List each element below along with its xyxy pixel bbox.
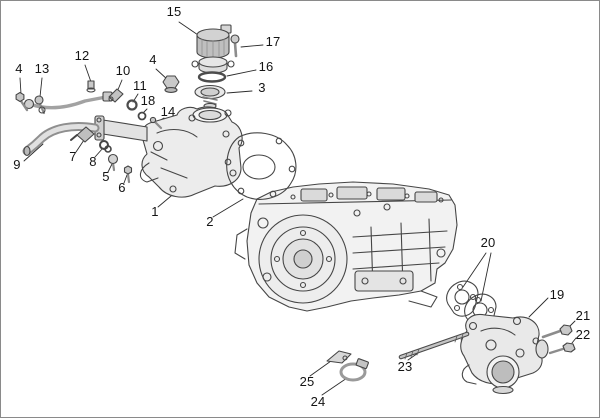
part-19-outlet-housing [460,313,549,395]
callout-part-4-upper: 4 [149,52,157,67]
part-13-banjo-bolt [34,95,46,115]
part-1-housing [139,106,243,198]
engine-block [234,181,458,312]
callout-part-4-left: 4 [15,61,23,76]
part-25-bracket [326,350,352,364]
callout-part-23: 23 [397,359,413,374]
callout-part-22: 22 [575,327,591,342]
callout-part-7: 7 [69,149,77,164]
part-9-hose [22,115,148,157]
callout-part-3: 3 [258,80,266,95]
part-14-screw [149,116,163,130]
callout-part-25: 25 [299,374,315,389]
part-17-bolt [230,34,240,58]
callout-part-9: 9 [13,157,21,172]
part-2-gasket [224,132,297,200]
part-20-gaskets [446,280,497,330]
part-8-washers [99,140,112,153]
callout-part-15: 15 [166,4,182,19]
part-22-bolt [548,342,576,355]
callout-part-21: 21 [575,308,591,323]
part-21-bolt [541,324,573,339]
callout-part-24: 24 [310,394,326,409]
callout-part-17: 17 [265,34,281,49]
part-16-oring [197,71,227,83]
part-6-bolt [123,165,133,184]
part-12-fitting [86,80,96,93]
coolant-pipe [23,91,113,110]
callout-part-14: 14 [160,104,176,119]
callout-part-12: 12 [74,48,90,63]
callout-part-10: 10 [115,63,131,78]
part-7-sensor [70,126,95,143]
callout-part-19: 19 [549,287,565,302]
callout-part-13: 13 [34,61,50,76]
callout-part-20: 20 [480,235,496,250]
part-4-plug-upper [162,75,180,93]
thermostat-neck [191,56,235,74]
callout-part-8: 8 [89,154,97,169]
part-11-oring [126,99,138,111]
callout-part-1: 1 [151,204,159,219]
part-3-thermostat [194,84,226,110]
callout-part-18: 18 [140,93,156,108]
callout-part-6: 6 [118,180,126,195]
callout-part-2: 2 [206,214,214,229]
part-24-hose-clamp [339,358,369,382]
callout-part-11: 11 [133,78,147,93]
callout-part-5: 5 [102,169,110,184]
part-18-washer [137,111,147,121]
part-10-sensor [108,88,124,103]
callout-part-16: 16 [258,59,274,74]
part-23-stud [398,331,470,360]
part-15-thermostat-cover [196,24,232,59]
part-4-bolt-left [15,91,29,112]
part-5-banjo-bolt [107,153,119,172]
